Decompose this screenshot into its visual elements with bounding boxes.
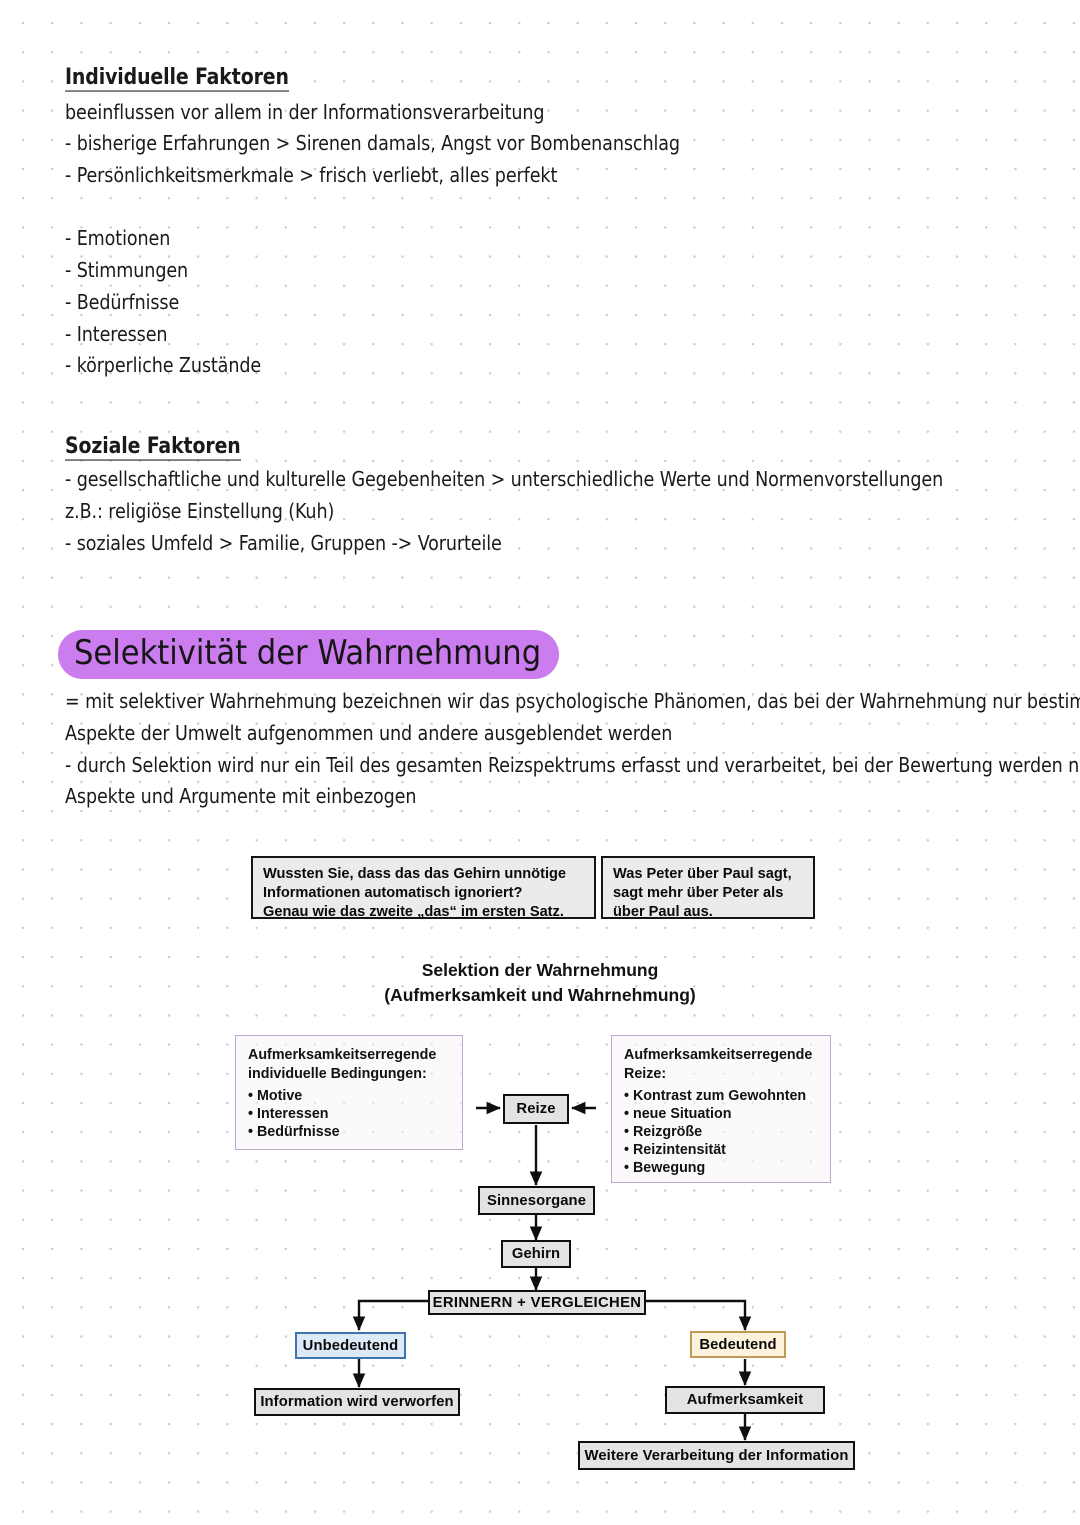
heading-individuelle-faktoren: Individuelle Faktoren [65, 64, 289, 92]
node-unbedeutend: Unbedeutend [295, 1332, 406, 1359]
list-item: neue Situation [624, 1105, 820, 1123]
node-sinnesorgane: Sinnesorgane [478, 1186, 595, 1215]
note-line: z.B.: religiöse Einstellung (Kuh) [65, 499, 335, 524]
node-reize: Reize [503, 1094, 569, 1124]
arrow-erinnern-to-unbedeutend [352, 1299, 429, 1331]
note-line: - Stimmungen [65, 258, 189, 283]
panel-individuelle-bedingungen-heading: Aufmerksamkeitserregende individuelle Be… [248, 1047, 437, 1082]
diagram-title: Selektion der Wahrnehmung (Aufmerksamkei… [384, 960, 696, 1005]
fact-box-gehirn-ignoriert: Wussten Sie, dass das das Gehirn unnötig… [251, 856, 596, 920]
list-item: Bedürfnisse [248, 1123, 452, 1141]
node-information-wird-verworfen: Information wird verworfen [254, 1388, 460, 1416]
panel-individuelle-bedingungen-list: Motive Interessen Bedürfnisse [248, 1087, 452, 1141]
note-line: - Persönlichkeitsmerkmale > frisch verli… [65, 163, 558, 188]
node-bedeutend: Bedeutend [690, 1331, 786, 1358]
heading-soziale-faktoren-text: Soziale Faktoren [65, 433, 241, 461]
arrow-erinnern-to-bedeutend [645, 1299, 752, 1331]
note-line: beeinflussen vor allem in der Informatio… [65, 100, 545, 125]
list-item: Reizgröße [624, 1123, 820, 1141]
note-line: - bisherige Erfahrungen > Sirenen damals… [65, 131, 680, 156]
note-line: - Bedürfnisse [65, 290, 180, 315]
panel-individuelle-bedingungen: Aufmerksamkeitserregende individuelle Be… [235, 1035, 463, 1150]
note-line: - gesellschaftliche und kulturelle Gegeb… [65, 467, 944, 492]
section-title-selektivitaet: Selektivität der Wahrnehmung [58, 630, 560, 679]
list-item: Interessen [248, 1105, 452, 1123]
note-line: - Emotionen [65, 226, 171, 251]
list-item: Reizintensität [624, 1141, 820, 1159]
note-line: - körperliche Zustände [65, 353, 262, 378]
note-line: - durch Selektion wird nur ein Teil des … [65, 753, 1080, 778]
node-erinnern-vergleichen: ERINNERN + VERGLEICHEN [428, 1290, 646, 1315]
heading-individuelle-faktoren-text: Individuelle Faktoren [65, 64, 289, 92]
list-item: Bewegung [624, 1159, 820, 1177]
panel-aufmerksamkeitserregende-reize: Aufmerksamkeitserregende Reize: Kontrast… [611, 1035, 831, 1183]
node-weitere-verarbeitung: Weitere Verarbeitung der Information [578, 1441, 855, 1470]
note-line: - Interessen [65, 322, 168, 347]
list-item: Motive [248, 1087, 452, 1105]
fact-box-peter-paul: Was Peter über Paul sagt, sagt mehr über… [601, 856, 815, 920]
note-line: Aspekte der Umwelt aufgenommen und ander… [65, 721, 673, 746]
note-line: = mit selektiver Wahrnehmung bezeichnen … [65, 689, 1080, 714]
note-line: Aspekte und Argumente mit einbezogen [65, 784, 417, 809]
list-item: Kontrast zum Gewohnten [624, 1087, 820, 1105]
node-aufmerksamkeit: Aufmerksamkeit [665, 1386, 825, 1414]
heading-soziale-faktoren: Soziale Faktoren [65, 433, 241, 461]
panel-reize-heading: Aufmerksamkeitserregende Reize: [624, 1047, 813, 1082]
note-line: - soziales Umfeld > Familie, Gruppen -> … [65, 531, 502, 556]
panel-reize-list: Kontrast zum Gewohnten neue Situation Re… [624, 1087, 820, 1177]
node-gehirn: Gehirn [501, 1240, 571, 1268]
